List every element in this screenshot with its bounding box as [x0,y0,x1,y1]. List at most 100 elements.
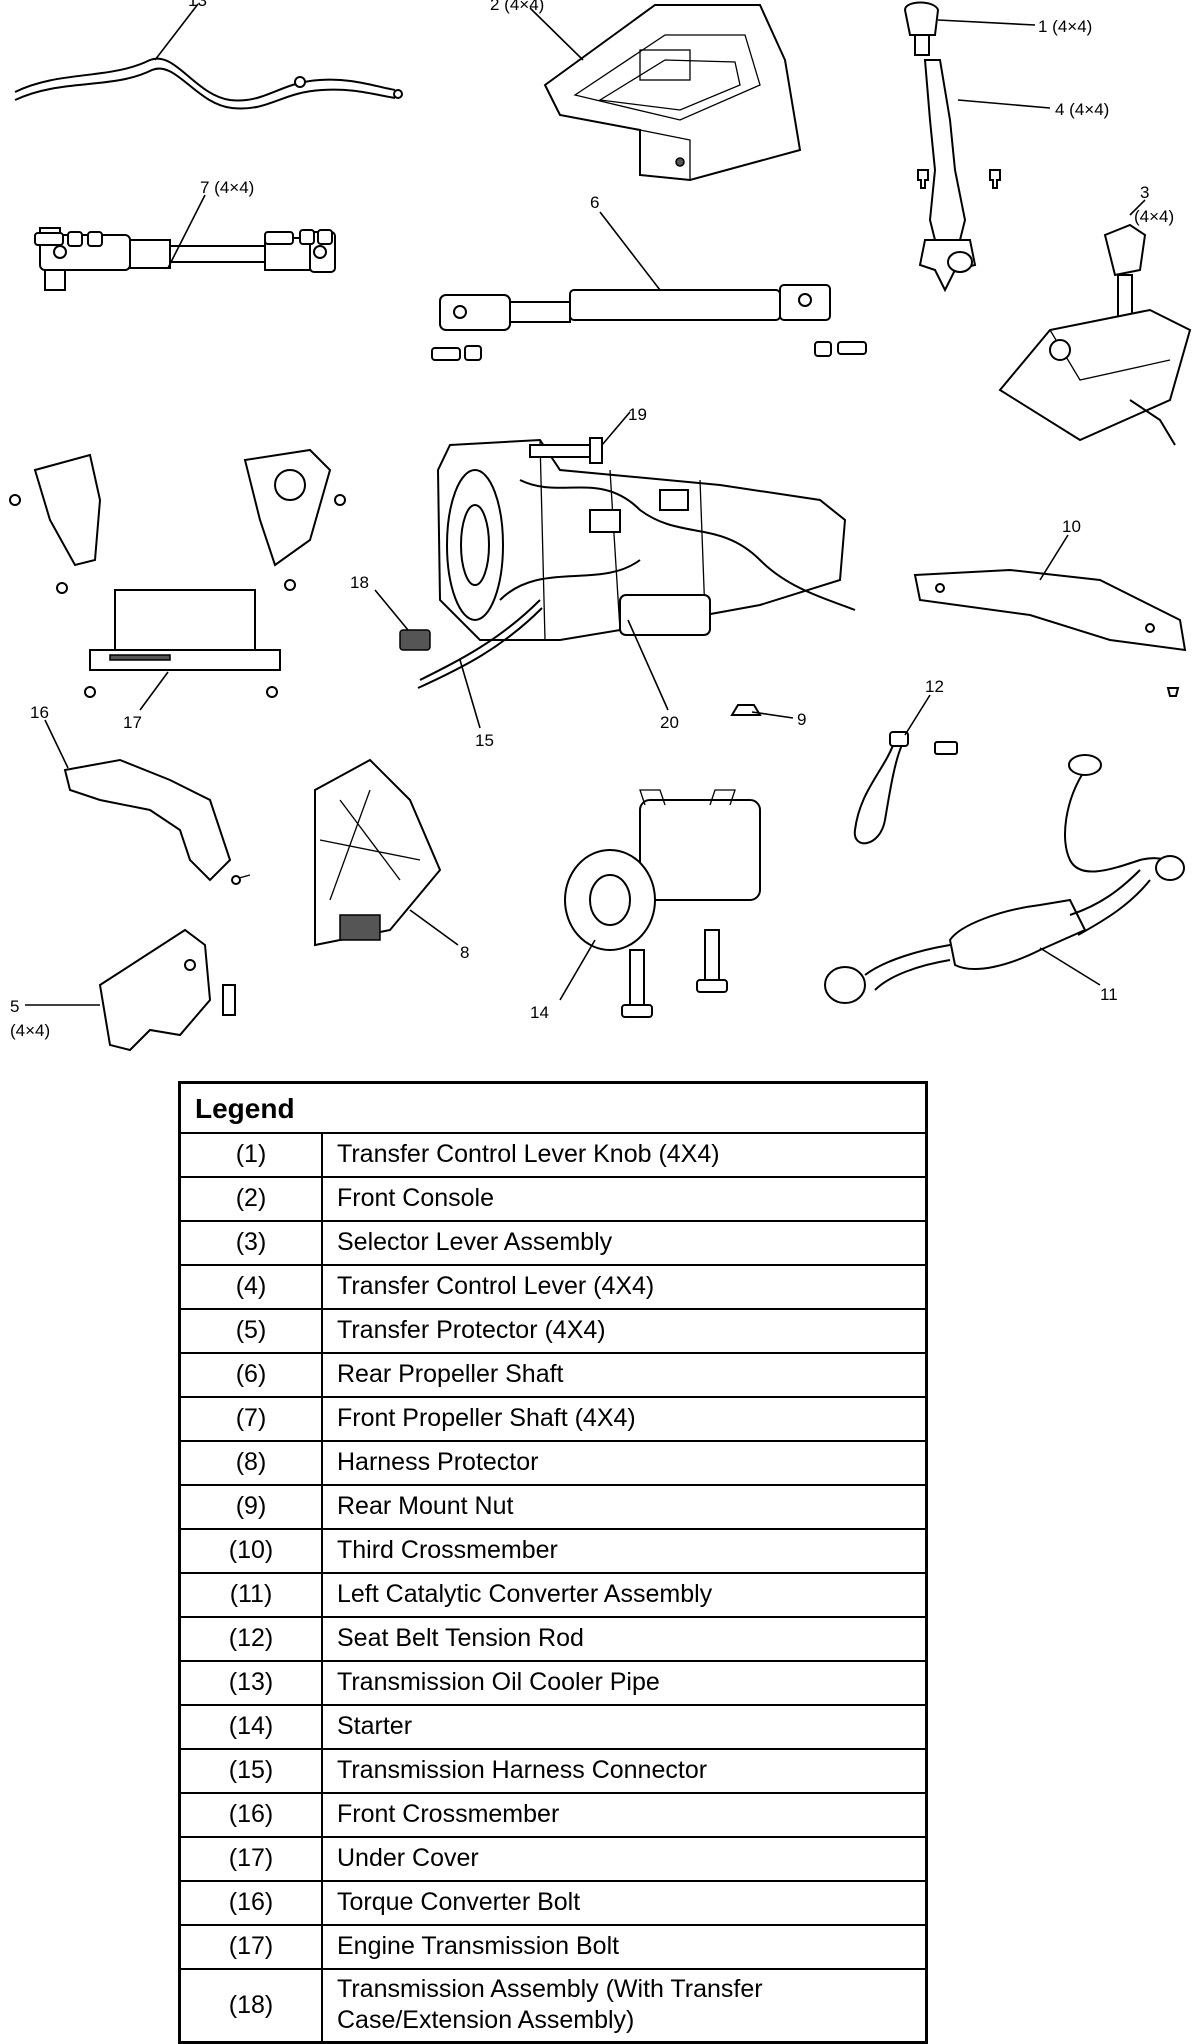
table-row: (3)Selector Lever Assembly [178,1220,928,1266]
table-row: (2)Front Console [178,1176,928,1222]
callout-20: 20 [660,713,679,732]
legend-code: (17) [178,1924,323,1970]
legend-code: (12) [178,1616,323,1662]
front-console-drawing [543,4,802,182]
legend-description: Third Crossmember [321,1528,928,1574]
table-row: (17)Engine Transmission Bolt [178,1924,928,1970]
legend-description: Transfer Protector (4X4) [321,1308,928,1354]
callout-3: 3 [1140,183,1149,202]
legend-description: Rear Propeller Shaft [321,1352,928,1398]
legend-description: Transmission Oil Cooler Pipe [321,1660,928,1706]
table-row: (16)Front Crossmember [178,1792,928,1838]
transfer-protector-drawing [98,928,236,1052]
callout-5-variant: (4×4) [10,1021,50,1040]
table-row: (10)Third Crossmember [178,1528,928,1574]
legend-description: Transmission Assembly (With Transfer Cas… [321,1968,928,2043]
callout-11: 11 [1100,985,1118,1004]
legend-description: Starter [321,1704,928,1750]
legend-code: (17) [178,1836,323,1882]
catalytic-converter-drawing [824,754,1185,1004]
legend-code: (1) [178,1132,323,1178]
exploded-parts-diagram: 13 2 (4×4) 1 (4×4) 4 (4×4) [9,0,1192,1052]
callout-16: 16 [30,703,49,722]
legend-code: (14) [178,1704,323,1750]
table-row: (7)Front Propeller Shaft (4X4) [178,1396,928,1442]
legend-description: Torque Converter Bolt [321,1880,928,1926]
transfer-lever-drawing [903,1,1001,293]
legend-description: Transmission Harness Connector [321,1748,928,1794]
selector-lever-assembly-drawing [998,223,1192,446]
under-cover-drawing [9,448,346,698]
table-row: (9)Rear Mount Nut [178,1484,928,1530]
table-row: (5)Transfer Protector (4X4) [178,1308,928,1354]
front-propeller-shaft-drawing [34,227,336,291]
callout-3-variant: (4×4) [1134,207,1174,226]
legend-description: Harness Protector [321,1440,928,1486]
legend-description: Front Console [321,1176,928,1222]
table-row: (4)Transfer Control Lever (4X4) [178,1264,928,1310]
callout-18: 18 [350,573,369,592]
third-crossmember-drawing [913,568,1187,697]
callout-17: 17 [123,713,142,732]
legend-description: Seat Belt Tension Rod [321,1616,928,1662]
legend-description: Rear Mount Nut [321,1484,928,1530]
callout-8: 8 [460,943,469,962]
callout-10: 10 [1062,517,1081,536]
seat-belt-tension-rod-drawing [853,731,958,845]
legend-code: (7) [178,1396,323,1442]
legend-code: (10) [178,1528,323,1574]
legend-code: (8) [178,1440,323,1486]
legend-description: Left Catalytic Converter Assembly [321,1572,928,1618]
callout-15: 15 [475,731,494,750]
legend-code: (18) [178,1968,323,2043]
table-row: (15)Transmission Harness Connector [178,1748,928,1794]
legend-description: Front Crossmember [321,1792,928,1838]
legend-table: Legend (1)Transfer Control Lever Knob (4… [178,1081,928,2044]
table-row: (12)Seat Belt Tension Rod [178,1616,928,1662]
callout-14: 14 [530,1003,549,1022]
legend-code: (3) [178,1220,323,1266]
table-row: (8)Harness Protector [178,1440,928,1486]
callout-1: 1 (4×4) [1038,17,1092,36]
front-crossmember-drawing [63,758,251,885]
callout-5: 5 [10,997,19,1016]
legend-description: Transfer Control Lever (4X4) [321,1264,928,1310]
legend-code: (2) [178,1176,323,1222]
starter-drawing [564,789,761,1018]
callout-7: 7 (4×4) [200,178,254,197]
callout-13: 13 [188,0,207,10]
legend-description: Front Propeller Shaft (4X4) [321,1396,928,1442]
table-row: (16)Torque Converter Bolt [178,1880,928,1926]
legend-title: Legend [178,1081,928,1134]
legend-code: (4) [178,1264,323,1310]
harness-protector-drawing [314,758,442,947]
legend-code: (5) [178,1308,323,1354]
legend-description: Selector Lever Assembly [321,1220,928,1266]
legend-code: (16) [178,1792,323,1838]
legend-description: Engine Transmission Bolt [321,1924,928,1970]
callout-9: 9 [797,710,806,729]
legend-description: Under Cover [321,1836,928,1882]
callout-12: 12 [925,677,944,696]
table-row: (1)Transfer Control Lever Knob (4X4) [178,1132,928,1178]
table-row: (18)Transmission Assembly (With Transfer… [178,1968,928,2043]
legend-code: (11) [178,1572,323,1618]
legend-code: (6) [178,1352,323,1398]
transmission-assembly-drawing [436,437,856,716]
table-row: (13)Transmission Oil Cooler Pipe [178,1660,928,1706]
rear-propeller-shaft-drawing [431,284,867,361]
legend-code: (15) [178,1748,323,1794]
legend-code: (13) [178,1660,323,1706]
callout-4: 4 (4×4) [1055,100,1109,119]
table-row: (6)Rear Propeller Shaft [178,1352,928,1398]
table-row: (17)Under Cover [178,1836,928,1882]
table-row: (14)Starter [178,1704,928,1750]
legend-code: (9) [178,1484,323,1530]
callout-2: 2 (4×4) [490,0,544,14]
oil-cooler-pipe-drawing [14,57,403,110]
table-row: (11)Left Catalytic Converter Assembly [178,1572,928,1618]
legend-description: Transfer Control Lever Knob (4X4) [321,1132,928,1178]
legend-code: (16) [178,1880,323,1926]
callout-6: 6 [590,193,599,212]
callout-19: 19 [628,405,647,424]
